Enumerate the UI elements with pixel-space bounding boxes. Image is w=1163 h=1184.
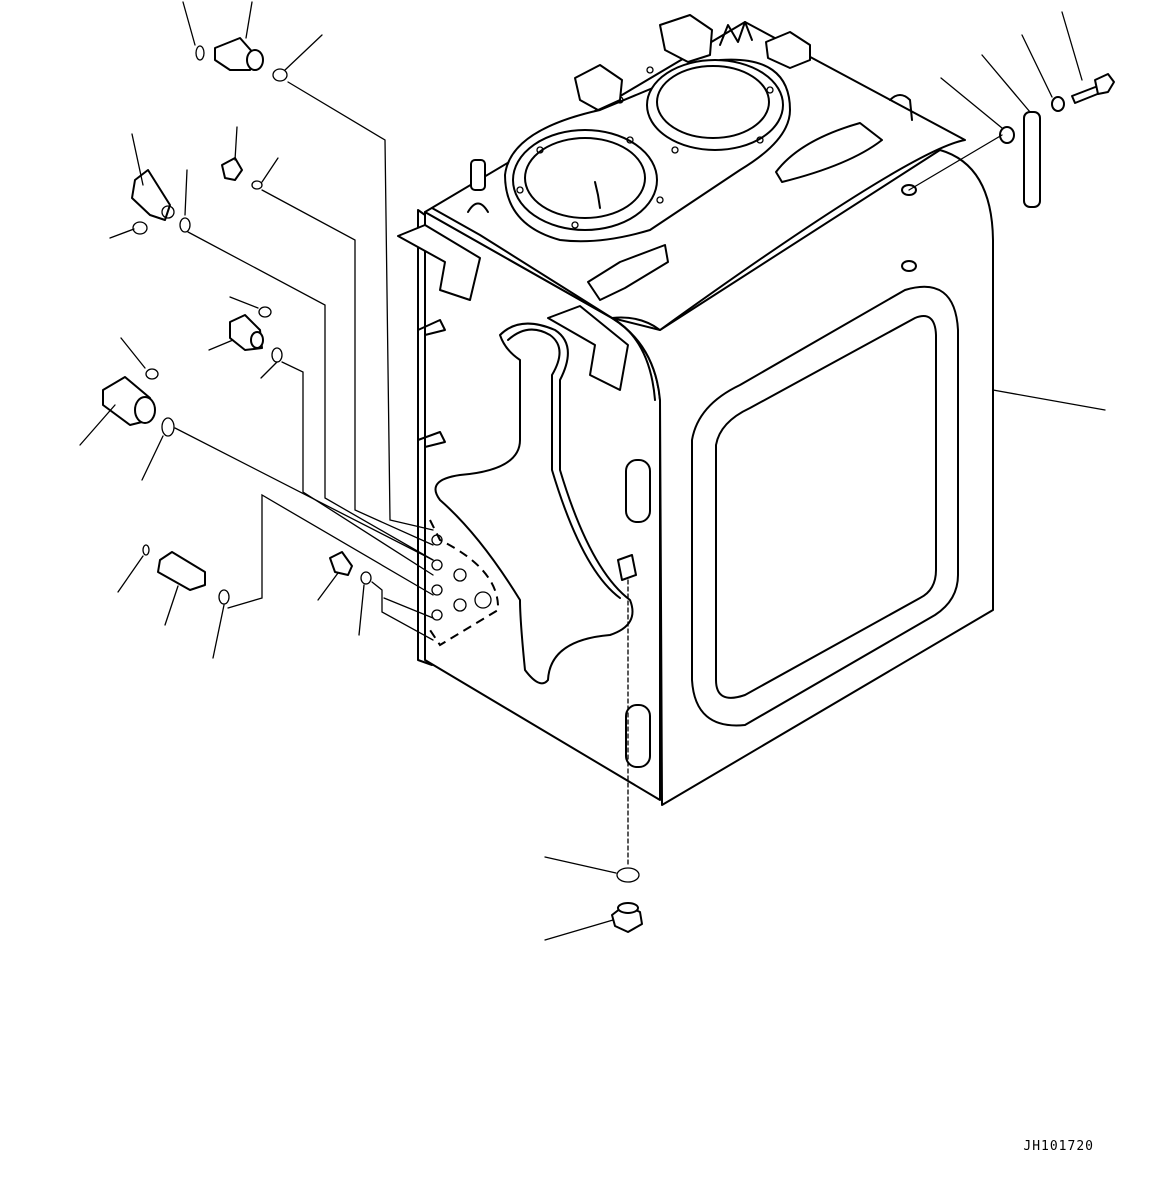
tank-top-flange bbox=[504, 58, 791, 243]
fitting-connector bbox=[229, 314, 264, 351]
o-ring bbox=[271, 347, 283, 363]
o-ring bbox=[145, 368, 159, 380]
o-ring bbox=[258, 306, 272, 318]
curved-rib bbox=[775, 122, 883, 183]
fitting-large-adapter bbox=[102, 376, 156, 426]
lifting-bracket-left bbox=[574, 64, 623, 111]
o-ring bbox=[132, 221, 148, 235]
o-ring bbox=[179, 217, 191, 233]
mount-pad-right bbox=[765, 31, 811, 69]
leader-lines bbox=[79, 1, 1106, 941]
o-ring bbox=[272, 68, 288, 82]
o-ring bbox=[218, 589, 230, 605]
drawing-reference-code: JH101720 bbox=[1023, 1139, 1094, 1154]
o-ring bbox=[360, 571, 372, 585]
washer bbox=[1051, 96, 1065, 112]
fitting-plug-mid bbox=[329, 551, 353, 576]
baffle-outline bbox=[434, 322, 634, 685]
breather-post bbox=[467, 94, 913, 213]
mounting-bracket-upper bbox=[397, 224, 481, 301]
drain-o-ring bbox=[616, 867, 640, 883]
assembly-lines bbox=[174, 81, 1003, 867]
fitting-elbow-top bbox=[214, 37, 264, 71]
bolt bbox=[1071, 73, 1115, 104]
o-ring bbox=[142, 544, 150, 556]
nut bbox=[999, 126, 1015, 144]
tab-clips bbox=[417, 319, 446, 448]
mounting-bracket-mid bbox=[547, 305, 629, 391]
clamp-strap bbox=[1023, 111, 1041, 208]
drain-plug bbox=[611, 902, 643, 933]
fitting-plug-small bbox=[221, 157, 243, 181]
side-slots bbox=[617, 459, 651, 768]
fitting-adapter bbox=[131, 169, 175, 221]
sight-window bbox=[691, 285, 959, 727]
o-ring bbox=[251, 180, 263, 190]
o-ring bbox=[161, 417, 175, 437]
o-ring bbox=[195, 45, 205, 61]
port-pattern-dashed bbox=[429, 519, 500, 647]
mount-pad-front bbox=[587, 244, 669, 301]
lifting-bracket-top bbox=[659, 14, 753, 63]
fitting-check-valve bbox=[157, 551, 206, 591]
